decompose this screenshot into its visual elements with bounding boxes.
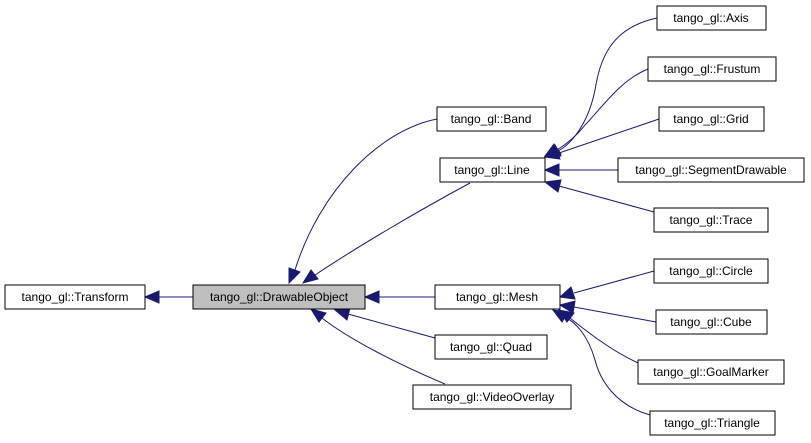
node-label: tango_gl::Mesh bbox=[456, 290, 538, 304]
node-label: tango_gl::Triangle bbox=[664, 416, 760, 430]
edge-arrowhead bbox=[558, 300, 576, 314]
node-box bbox=[436, 106, 547, 132]
node-box bbox=[4, 284, 146, 310]
node-trace[interactable]: tango_gl::Trace bbox=[653, 207, 769, 233]
edge-goalmarker-mesh bbox=[569, 317, 639, 364]
node-band[interactable]: tango_gl::Band bbox=[436, 106, 547, 132]
edge-arrowhead bbox=[309, 308, 327, 323]
node-label: tango_gl::VideoOverlay bbox=[430, 390, 555, 404]
node-box bbox=[649, 410, 776, 436]
node-box bbox=[434, 334, 548, 360]
node-box bbox=[412, 384, 572, 410]
edge-videooverlay-drawableobject bbox=[321, 317, 446, 385]
node-label: tango_gl::GoalMarker bbox=[653, 365, 768, 379]
edge-quad-drawableobject bbox=[347, 313, 436, 339]
edge-arrowhead bbox=[143, 290, 160, 304]
edge-arrowhead bbox=[543, 179, 562, 193]
node-box bbox=[637, 359, 785, 385]
node-label: tango_gl::Trace bbox=[670, 213, 753, 227]
node-label: tango_gl::Band bbox=[451, 112, 532, 126]
node-segment-drawable[interactable]: tango_gl::SegmentDrawable bbox=[617, 157, 805, 183]
node-box bbox=[658, 106, 765, 132]
node-label: tango_gl::Circle bbox=[669, 264, 753, 278]
node-label: tango_gl::Quad bbox=[450, 340, 532, 354]
edge-line-drawableobject bbox=[314, 182, 471, 276]
edge-triangle-mesh bbox=[564, 316, 651, 416]
edge-frustum-line bbox=[556, 68, 649, 151]
node-box bbox=[653, 207, 769, 233]
node-goal-marker[interactable]: tango_gl::GoalMarker bbox=[637, 359, 785, 385]
edge-arrowhead bbox=[551, 309, 569, 323]
edge-arrowhead bbox=[288, 267, 301, 285]
edge-trace-line bbox=[558, 185, 655, 213]
node-box bbox=[655, 309, 768, 335]
node-frustum[interactable]: tango_gl::Frustum bbox=[647, 56, 777, 82]
node-box bbox=[647, 56, 777, 82]
node-label: tango_gl::Axis bbox=[673, 11, 748, 25]
node-label: tango_gl::Cube bbox=[670, 315, 752, 329]
edge-arrowhead bbox=[301, 269, 319, 284]
edges bbox=[143, 17, 660, 416]
node-box bbox=[434, 284, 561, 310]
edge-arrowhead bbox=[333, 307, 351, 321]
node-line[interactable]: tango_gl::Line bbox=[439, 157, 546, 183]
node-quad[interactable]: tango_gl::Quad bbox=[434, 334, 548, 360]
edge-arrowhead bbox=[543, 163, 560, 177]
edge-arrowhead bbox=[363, 290, 380, 304]
node-box bbox=[617, 157, 805, 183]
node-circle[interactable]: tango_gl::Circle bbox=[653, 258, 769, 284]
edge-circle-mesh bbox=[573, 270, 655, 294]
node-box bbox=[653, 258, 769, 284]
node-label: tango_gl::SegmentDrawable bbox=[635, 163, 787, 177]
node-drawable-object: tango_gl::DrawableObject bbox=[192, 284, 366, 310]
node-axis[interactable]: tango_gl::Axis bbox=[656, 5, 767, 31]
edge-arrowhead bbox=[543, 146, 561, 160]
node-grid[interactable]: tango_gl::Grid bbox=[658, 106, 765, 132]
node-box bbox=[192, 284, 366, 310]
node-box bbox=[656, 5, 767, 31]
node-triangle[interactable]: tango_gl::Triangle bbox=[649, 410, 776, 436]
node-box bbox=[439, 157, 546, 183]
edge-axis-line bbox=[557, 17, 658, 152]
node-mesh[interactable]: tango_gl::Mesh bbox=[434, 284, 561, 310]
node-video-overlay[interactable]: tango_gl::VideoOverlay bbox=[412, 384, 572, 410]
nodes: tango_gl::Transform tango_gl::DrawableOb… bbox=[4, 5, 805, 436]
edge-arrowhead bbox=[558, 286, 576, 300]
node-label: tango_gl::Grid bbox=[673, 112, 748, 126]
edge-grid-line bbox=[558, 118, 660, 154]
edge-band-drawableobject bbox=[294, 118, 438, 271]
node-cube[interactable]: tango_gl::Cube bbox=[655, 309, 768, 335]
node-transform[interactable]: tango_gl::Transform bbox=[4, 284, 146, 310]
node-label: tango_gl::Frustum bbox=[664, 62, 761, 76]
edge-cube-mesh bbox=[573, 306, 657, 323]
node-label: tango_gl::Transform bbox=[22, 290, 129, 304]
node-label: tango_gl::DrawableObject bbox=[210, 290, 349, 304]
node-label: tango_gl::Line bbox=[454, 163, 530, 177]
